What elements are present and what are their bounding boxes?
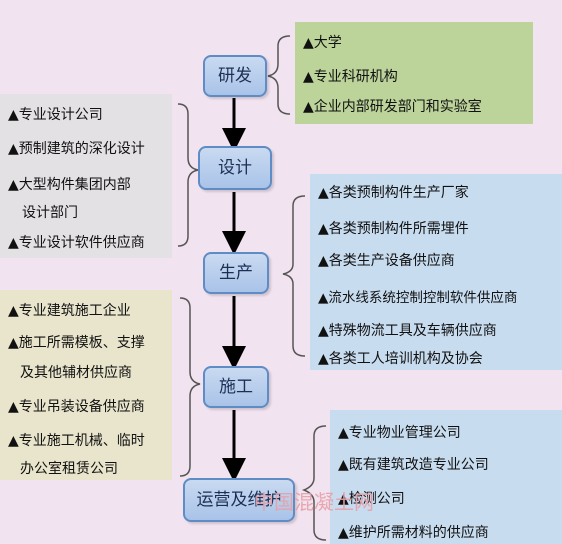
list-item: ▲专业建筑施工企业 bbox=[8, 303, 131, 319]
brace-operation bbox=[301, 425, 327, 541]
brace-construction bbox=[179, 297, 201, 477]
stage-construction: 施工 bbox=[203, 366, 269, 408]
list-item: ▲各类工人培训机构及协会 bbox=[318, 351, 483, 367]
brace-research bbox=[267, 35, 291, 115]
stage-design: 设计 bbox=[198, 146, 272, 190]
list-item: ▲各类预制构件所需埋件 bbox=[318, 221, 469, 237]
list-item: ▲预制建筑的深化设计 bbox=[8, 141, 145, 157]
stage-label: 研发 bbox=[218, 66, 252, 86]
list-item: ▲流水线系统控制控制软件供应商 bbox=[318, 290, 518, 306]
list-item: 及其他辅材供应商 bbox=[20, 365, 132, 381]
list-item: ▲既有建筑改造专业公司 bbox=[338, 457, 489, 473]
stage-label: 设计 bbox=[218, 158, 252, 178]
operation-panel: ▲专业物业管理公司 ▲既有建筑改造专业公司 ▲检测公司 ▲维护所需材料的供应商 bbox=[330, 410, 562, 544]
list-item: ▲维护所需材料的供应商 bbox=[338, 525, 489, 541]
list-item: 设计部门 bbox=[22, 205, 78, 221]
list-item: ▲大学 bbox=[303, 35, 342, 51]
research-panel: ▲大学 ▲专业科研机构 ▲企业内部研发部门和实验室 bbox=[295, 22, 533, 124]
list-item: ▲大型构件集团内部 bbox=[8, 177, 131, 193]
stage-label: 运营及维护 bbox=[196, 490, 282, 510]
stage-label: 生产 bbox=[219, 263, 253, 283]
list-item: ▲专业吊装设备供应商 bbox=[8, 399, 145, 415]
list-item: ▲专业设计软件供应商 bbox=[8, 235, 145, 251]
stage-label: 施工 bbox=[219, 377, 253, 397]
stage-research: 研发 bbox=[203, 55, 267, 97]
list-item: ▲企业内部研发部门和实验室 bbox=[303, 99, 482, 115]
list-item: ▲专业施工机械、临时 bbox=[8, 433, 145, 449]
production-panel: ▲各类预制构件生产厂家 ▲各类预制构件所需埋件 ▲各类生产设备供应商 ▲流水线系… bbox=[310, 174, 562, 370]
list-item: ▲专业设计公司 bbox=[8, 107, 103, 123]
list-item: ▲施工所需模板、支撑 bbox=[8, 335, 145, 351]
watermark: 中国混凝土网 bbox=[254, 490, 374, 514]
list-item: ▲各类生产设备供应商 bbox=[318, 253, 455, 269]
list-item: ▲特殊物流工具及车辆供应商 bbox=[318, 323, 497, 339]
design-panel: ▲专业设计公司 ▲预制建筑的深化设计 ▲大型构件集团内部 设计部门 ▲专业设计软… bbox=[0, 94, 172, 258]
construction-panel: ▲专业建筑施工企业 ▲施工所需模板、支撑 及其他辅材供应商 ▲专业吊装设备供应商… bbox=[0, 290, 172, 480]
list-item: 办公室租赁公司 bbox=[20, 461, 118, 477]
brace-production bbox=[282, 195, 306, 357]
brace-design bbox=[177, 103, 199, 247]
list-item: ▲检测公司 bbox=[338, 491, 405, 507]
list-item: ▲各类预制构件生产厂家 bbox=[318, 185, 469, 201]
stage-production: 生产 bbox=[203, 252, 269, 294]
list-item: ▲专业科研机构 bbox=[303, 69, 398, 85]
list-item: ▲专业物业管理公司 bbox=[338, 425, 461, 441]
stage-operation: 运营及维护 bbox=[183, 478, 295, 522]
